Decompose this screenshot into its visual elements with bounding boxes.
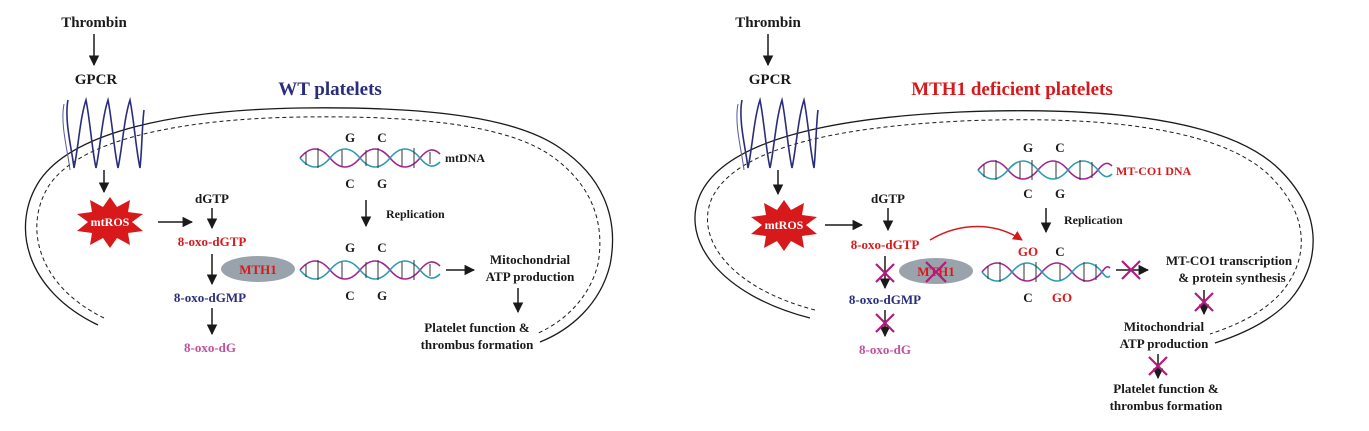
mth1-transcription-line1: MT-CO1 transcription (1166, 253, 1293, 268)
wt-dna2-bottom-c: C (345, 288, 354, 303)
wt-dna-bottom-g: G (377, 176, 387, 191)
wt-dna-top-c: C (377, 130, 386, 145)
wt-dna-top-g: G (345, 130, 355, 145)
dna-helix-icon (299, 260, 441, 280)
wt-atp-line2: ATP production (486, 269, 576, 284)
mth1-dna2-top-c: C (1055, 244, 1064, 259)
mth1-membrane-outer (694, 110, 1314, 344)
wt-8oxo-dgmp-label: 8-oxo-dGMP (174, 290, 246, 305)
mth1-dna-bottom-g: G (1055, 186, 1065, 201)
gpcr-helix-icon (62, 96, 145, 171)
mth1-atp-line1: Mitochondrial (1124, 319, 1205, 334)
wt-mtdna-label: mtDNA (445, 151, 485, 165)
mth1-mtros-label: mtROS (765, 218, 804, 232)
wt-dna-bottom-c: C (345, 176, 354, 191)
dna-helix-icon (977, 160, 1113, 180)
mth1-gpcr-label: GPCR (749, 72, 792, 88)
wt-mtros-label: mtROS (91, 215, 130, 229)
arrow-icon (929, 225, 1023, 241)
wt-membrane-outer (24, 107, 614, 343)
wt-replication-label: Replication (386, 207, 445, 221)
mth1-platelet-line2: thrombus formation (1110, 398, 1224, 413)
mth1-membrane-inner (707, 119, 1302, 335)
wt-panel: Thrombin GPCR mtROS dGTP 8-oxo-dGTP MTH1… (24, 15, 614, 355)
cross-mark-icon (875, 263, 895, 283)
mth1-thrombin-label: Thrombin (735, 15, 801, 31)
cross-mark-icon (1121, 260, 1141, 280)
mth1-dna2-top-go: GO (1018, 244, 1038, 259)
gpcr-helix-icon (736, 96, 819, 171)
mth1-replication-label: Replication (1064, 213, 1123, 227)
wt-membrane-inner (36, 116, 601, 335)
mth1-title: MTH1 deficient platelets (911, 79, 1113, 100)
mtros-burst-icon (751, 200, 817, 251)
mth1-platelet-line1: Platelet function & (1113, 381, 1219, 396)
wt-dgtp-label: dGTP (195, 191, 229, 206)
wt-8oxo-dg-label: 8-oxo-dG (184, 340, 236, 355)
wt-title: WT platelets (278, 79, 382, 100)
mth1-dna-top-c: C (1055, 140, 1064, 155)
wt-dna2-bottom-g: G (377, 288, 387, 303)
cross-mark-icon (925, 261, 947, 283)
mth1-dna-bottom-c: C (1023, 186, 1032, 201)
wt-platelet-line1: Platelet function & (424, 320, 530, 335)
wt-dna2-top-c: C (377, 240, 386, 255)
wt-platelet-line2: thrombus formation (421, 337, 535, 352)
mth1-dna2-bottom-c: C (1023, 290, 1032, 305)
mth1-8oxo-dgtp-label: 8-oxo-dGTP (851, 237, 920, 252)
cross-mark-icon (875, 313, 895, 333)
mth1-8oxo-dgmp-label: 8-oxo-dGMP (849, 292, 921, 307)
dna-helix-icon (981, 262, 1111, 282)
wt-mth1-label: MTH1 (239, 262, 277, 277)
wt-8oxo-dgtp-label: 8-oxo-dGTP (178, 234, 247, 249)
mtros-burst-icon (77, 197, 143, 248)
mth1-transcription-line2: & protein synthesis (1178, 270, 1285, 285)
wt-gpcr-label: GPCR (75, 72, 118, 88)
cross-mark-icon (1148, 356, 1168, 376)
dna-helix-icon (299, 148, 441, 168)
wt-dna2-top-g: G (345, 240, 355, 255)
mth1-dna2-bottom-go: GO (1052, 290, 1072, 305)
mth1-atp-line2: ATP production (1120, 336, 1210, 351)
mth1-8oxo-dg-label: 8-oxo-dG (859, 342, 911, 357)
wt-mth1-enzyme (221, 256, 295, 282)
mth1-panel: Thrombin GPCR mtROS dGTP 8-oxo-dGTP MTH1… (694, 15, 1314, 413)
cross-mark-icon (1194, 292, 1214, 312)
wt-atp-line1: Mitochondrial (490, 252, 571, 267)
mth1-mtco1-dna-label: MT-CO1 DNA (1116, 164, 1192, 178)
mth1-dna-top-g: G (1023, 140, 1033, 155)
mth1-dgtp-label: dGTP (871, 191, 905, 206)
wt-thrombin-label: Thrombin (61, 15, 127, 31)
